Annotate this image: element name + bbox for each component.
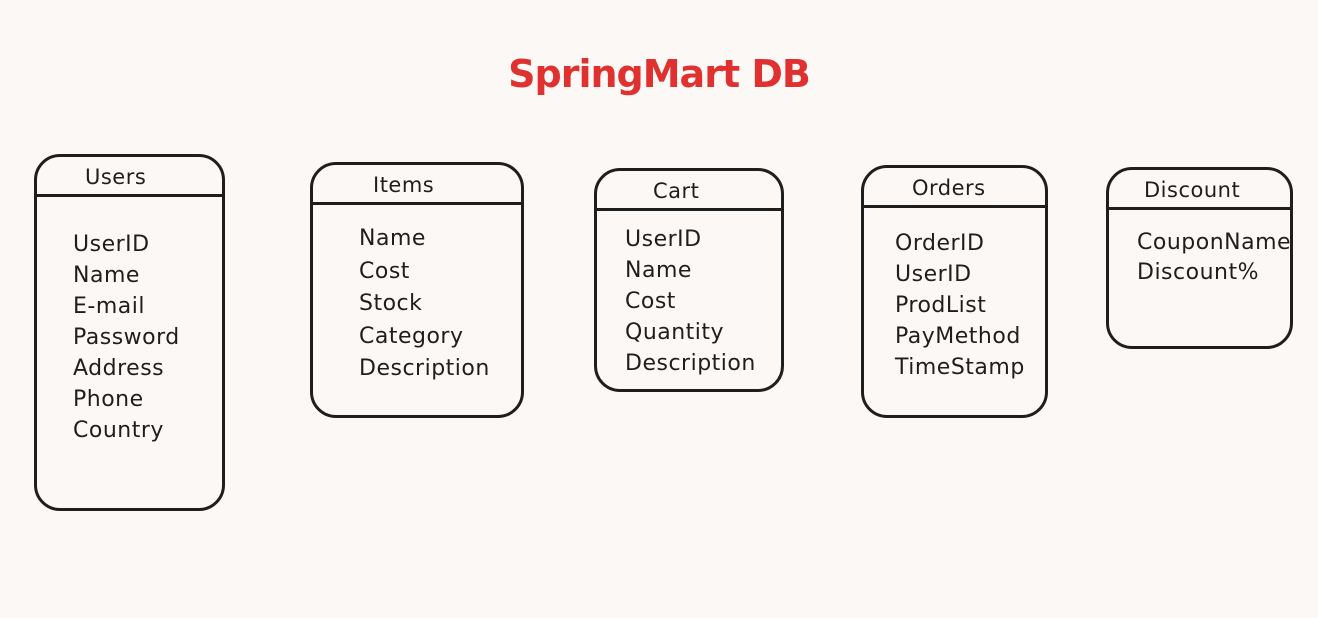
field-description: Description: [359, 356, 490, 381]
table-users: Users UserID Name E-mail Password Addres…: [34, 154, 225, 511]
field-list: Name Cost Stock Category Description: [359, 223, 521, 386]
field-stock: Stock: [359, 291, 423, 316]
table-cart: Cart UserID Name Cost Quantity Descripti…: [594, 168, 784, 392]
field-email: E-mail: [73, 294, 145, 319]
field-phone: Phone: [73, 387, 144, 412]
field-discount-percent: Discount%: [1137, 260, 1259, 285]
field-list: UserID Name Cost Quantity Description: [625, 224, 781, 379]
field-cost: Cost: [625, 289, 676, 314]
field-list: OrderID UserID ProdList PayMethod TimeSt…: [895, 228, 1045, 383]
field-name: Name: [73, 263, 140, 288]
field-userid: UserID: [73, 232, 150, 257]
field-name: Name: [359, 226, 426, 251]
table-header: Cart: [597, 171, 781, 211]
field-timestamp: TimeStamp: [895, 355, 1025, 380]
field-orderid: OrderID: [895, 231, 985, 256]
table-orders: Orders OrderID UserID ProdList PayMethod…: [861, 165, 1048, 418]
field-name: Name: [625, 258, 692, 283]
field-password: Password: [73, 325, 180, 350]
field-list: UserID Name E-mail Password Address Phon…: [73, 229, 222, 446]
field-prodlist: ProdList: [895, 293, 987, 318]
table-header: Users: [37, 157, 222, 197]
field-couponname: CouponName: [1137, 230, 1292, 255]
table-discount: Discount CouponName Discount%: [1106, 167, 1293, 349]
table-header: Items: [313, 165, 521, 205]
field-category: Category: [359, 323, 464, 349]
field-list: CouponName Discount%: [1137, 228, 1292, 288]
field-cost: Cost: [359, 258, 410, 284]
field-country: Country: [73, 418, 164, 443]
field-address: Address: [73, 356, 165, 381]
field-userid: UserID: [625, 227, 702, 252]
field-quantity: Quantity: [625, 320, 725, 345]
table-header: Orders: [864, 168, 1045, 208]
diagram-title: SpringMart DB: [508, 52, 811, 96]
field-userid: UserID: [895, 262, 972, 287]
field-description: Description: [625, 351, 756, 376]
field-paymethod: PayMethod: [895, 324, 1021, 349]
table-items: Items Name Cost Stock Category Descripti…: [310, 162, 524, 418]
table-header: Discount: [1109, 170, 1290, 210]
